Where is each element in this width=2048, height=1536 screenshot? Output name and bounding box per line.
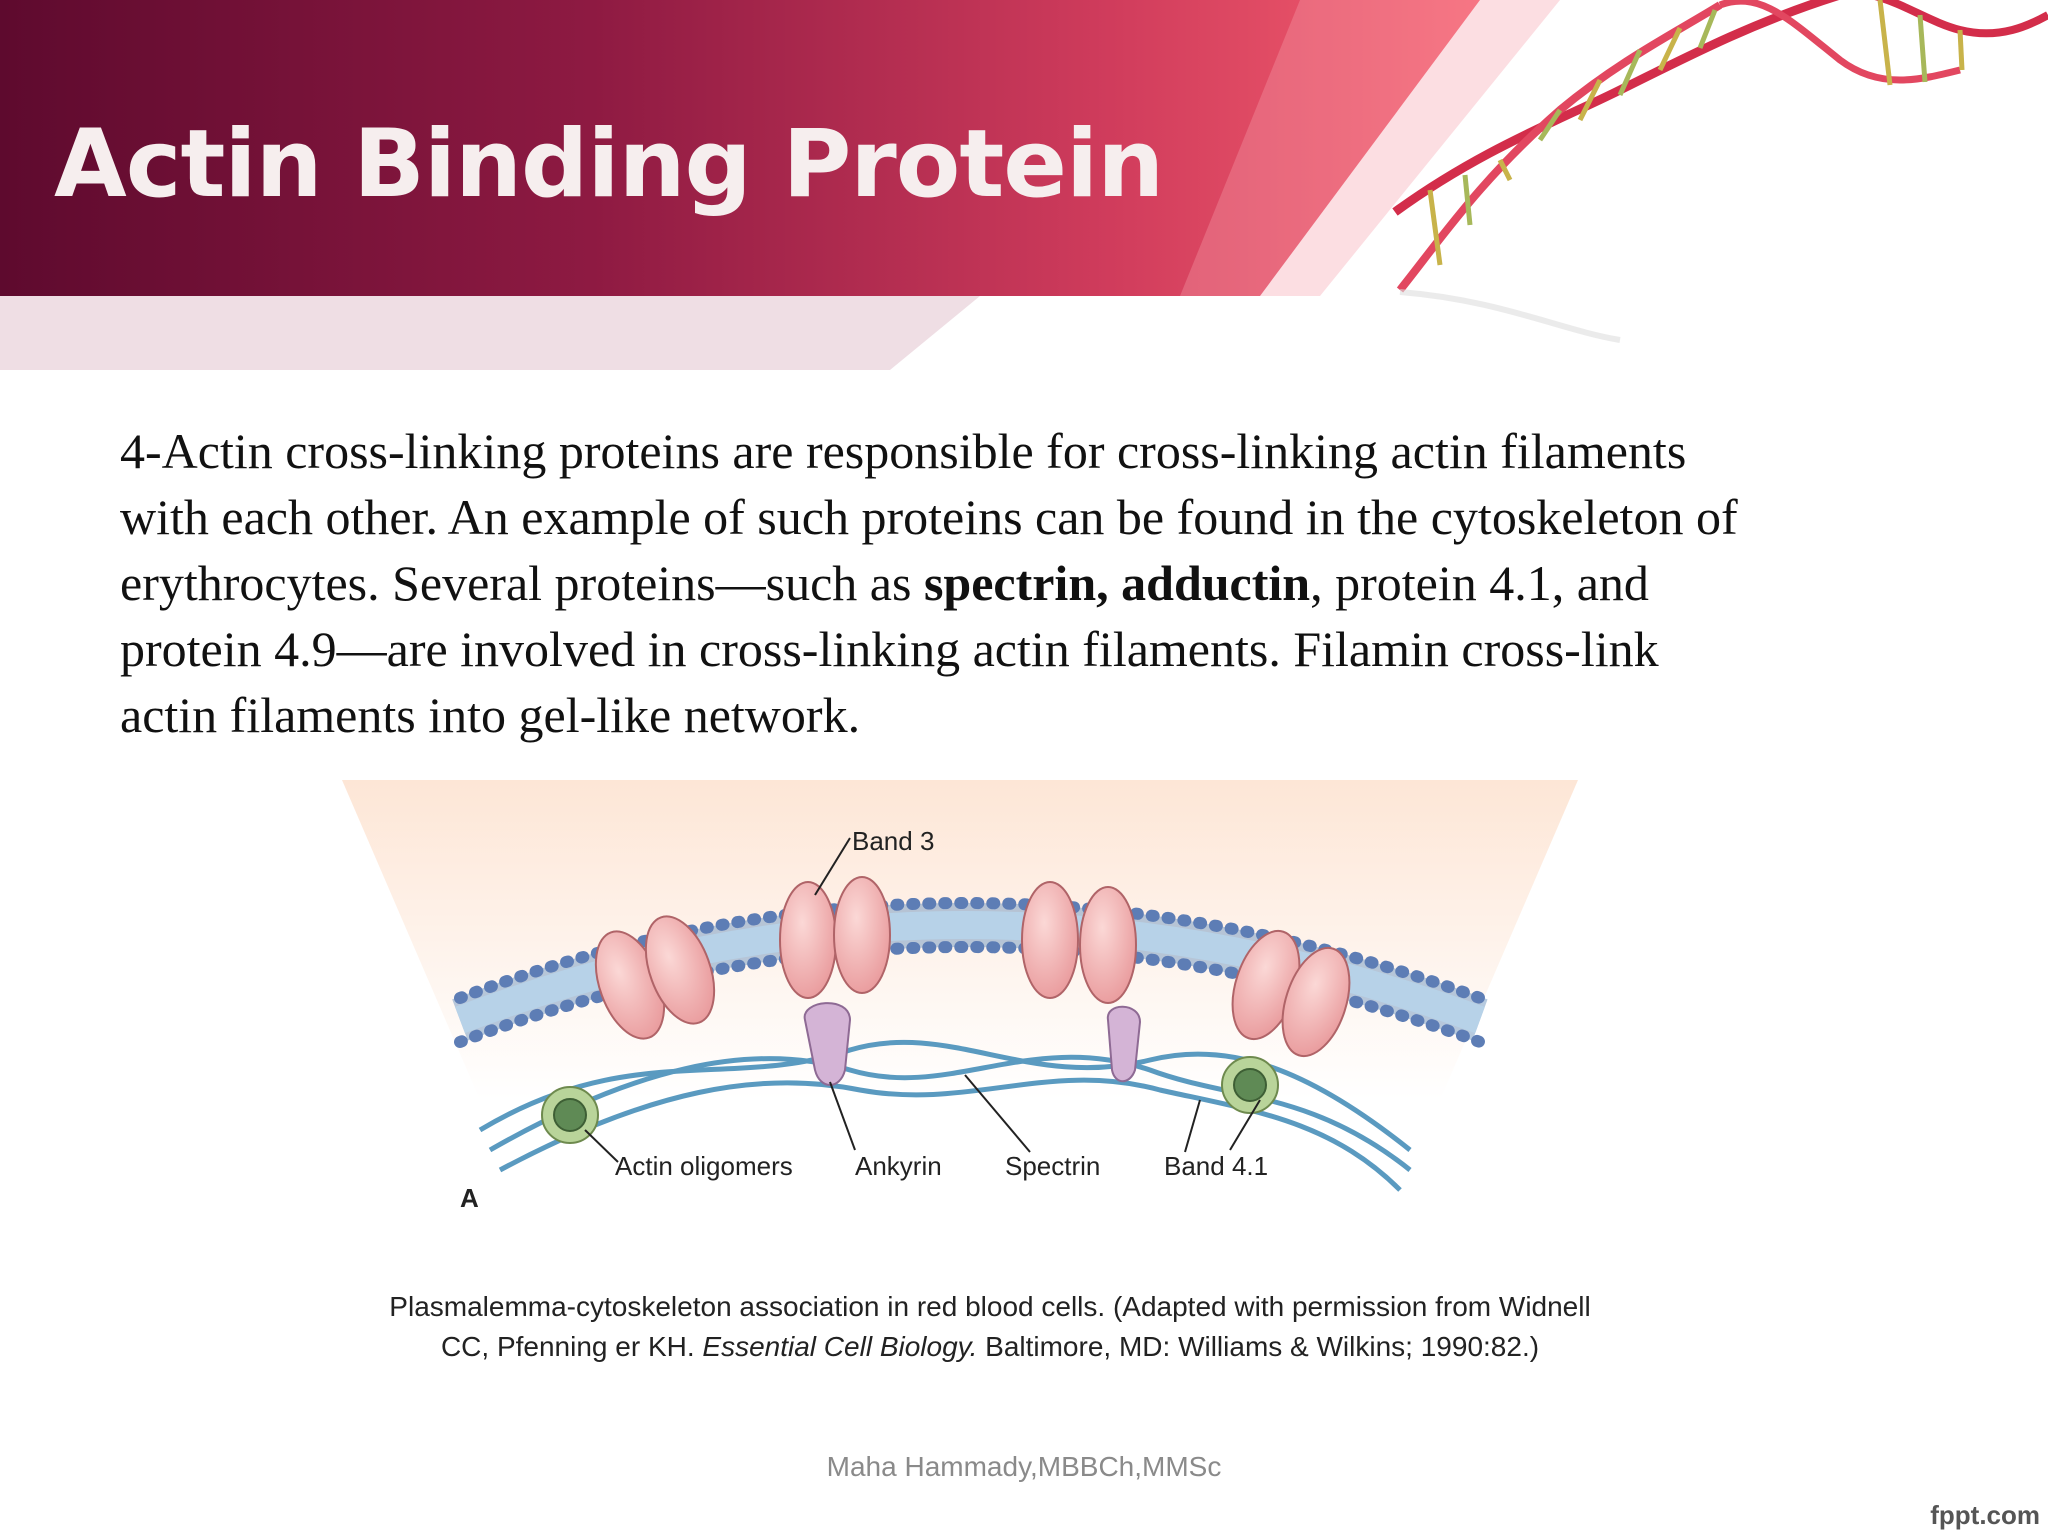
figure-caption: Plasmalemma-cytoskeleton association in … [280, 1287, 1700, 1367]
caption-line-2b: Baltimore, MD: Williams & Wilkins; 1990:… [977, 1331, 1540, 1362]
brand-watermark: fppt.com [1930, 1500, 2040, 1530]
caption-line-2a: CC, Pfenning er KH. [440, 1331, 703, 1362]
slide-footer-author: Maha Hammady,MBBCh,MMSc [826, 1451, 1222, 1482]
band41-actin-complexes [541, 1056, 1279, 1144]
body-paragraph: 4-Actin cross-linking proteins are respo… [120, 418, 1760, 748]
label-ankyrin: Ankyrin [855, 1151, 942, 1181]
header-banner [0, 0, 2048, 370]
band3-proteins [594, 876, 1351, 1058]
caption-book-title: Essential Cell Biology. [702, 1331, 978, 1362]
caption-line-1: Plasmalemma-cytoskeleton association in … [389, 1291, 1591, 1322]
paragraph-bold-text: spectrin, adductin [923, 555, 1311, 611]
slide-title: Actin Binding Protein [54, 110, 1164, 219]
label-lines [584, 837, 1261, 1163]
membrane-cytoskeleton-diagram: Band 3 Actin oligomers Ankyrin Spectrin … [342, 780, 1578, 1213]
panel-label: A [460, 1183, 479, 1213]
paragraph-text-2: , protein 4.1, and protein 4.9—are invol… [120, 555, 1659, 743]
ankyrin-proteins [803, 1002, 1142, 1086]
label-band41: Band 4.1 [1164, 1151, 1268, 1181]
label-spectrin: Spectrin [1005, 1151, 1100, 1181]
label-band3: Band 3 [852, 826, 934, 856]
label-actin-oligomers: Actin oligomers [615, 1151, 793, 1181]
dna-helix-icon [1392, 0, 2048, 343]
paragraph-text-1: 4-Actin cross-linking proteins are respo… [120, 423, 1738, 611]
caption-line-2: CC, Pfenning er KH. Essential Cell Biolo… [280, 1327, 1700, 1367]
